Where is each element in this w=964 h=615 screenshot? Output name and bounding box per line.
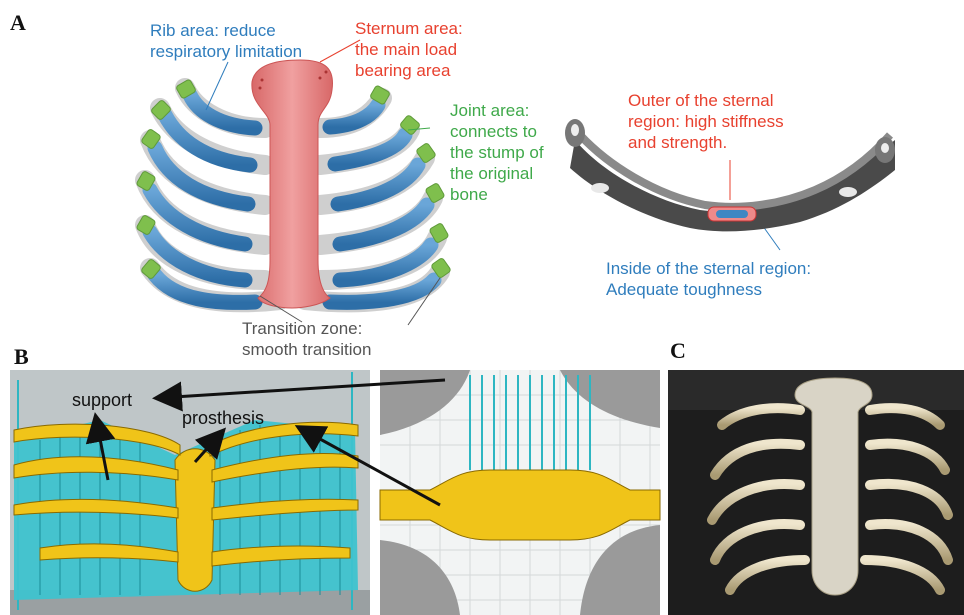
panel-label-b: B (14, 344, 29, 370)
panel-label-c: C (670, 338, 686, 364)
panel-c-photo (668, 370, 964, 615)
panel-b-right-image (380, 370, 660, 615)
model-a-left-ribs (145, 88, 280, 302)
transition-zone-annotation: Transition zone:smooth transition (242, 318, 371, 360)
panel-label-a: A (10, 10, 26, 36)
prosthesis-label: prosthesis (182, 408, 264, 429)
inside-sternal-annotation: Inside of the sternal region:Adequate to… (606, 258, 811, 300)
panel-b-left-image (10, 370, 370, 615)
support-label: support (72, 390, 132, 411)
